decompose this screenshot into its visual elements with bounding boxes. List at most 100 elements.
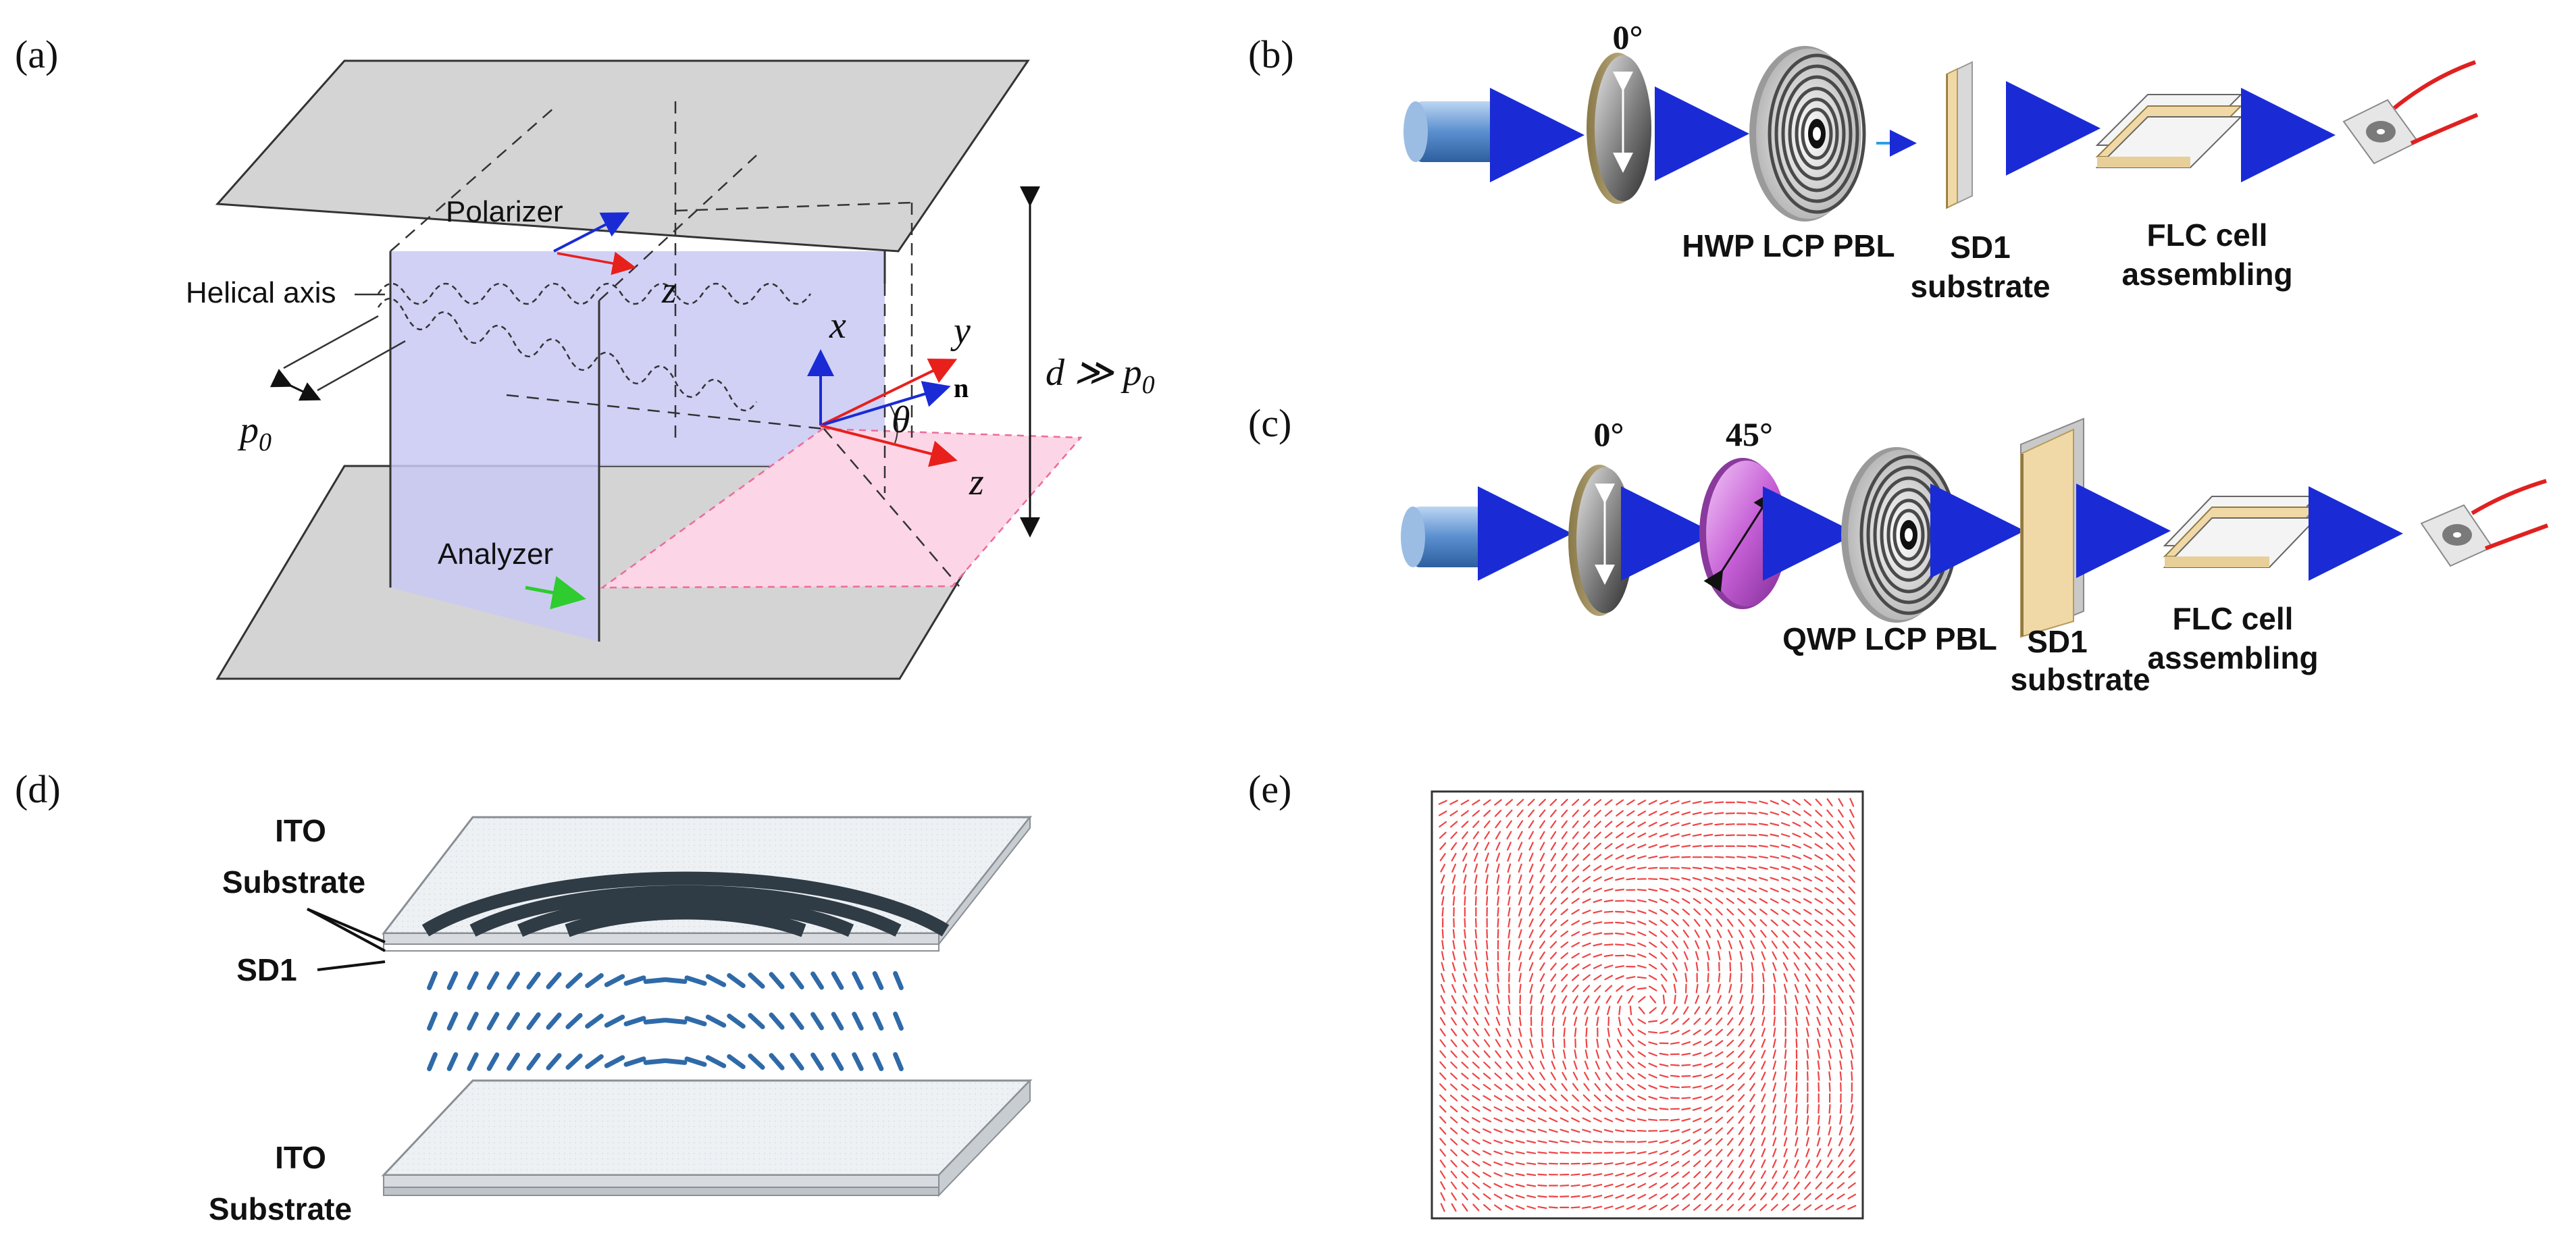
director-dash — [1659, 1108, 1669, 1110]
director-dash — [1681, 1107, 1691, 1111]
director-dash — [1836, 1205, 1845, 1210]
director-dash — [1805, 1016, 1809, 1027]
director-dash — [1562, 1006, 1567, 1015]
director-dash — [1693, 1029, 1701, 1035]
director-dash — [1460, 1138, 1469, 1145]
director-dash — [1506, 831, 1512, 840]
director-dash — [1648, 985, 1657, 991]
director-dash — [1518, 874, 1522, 884]
director-dash — [1748, 908, 1757, 916]
director-dash — [1783, 973, 1788, 983]
director-dash — [1848, 897, 1856, 905]
director-dash — [1637, 810, 1647, 817]
director-dash — [1461, 1061, 1469, 1069]
director-dash — [1849, 831, 1855, 839]
director-dash — [1550, 831, 1557, 839]
director-dash — [1462, 831, 1468, 839]
director-dash — [1703, 1074, 1713, 1079]
director-dash — [1551, 995, 1556, 1004]
director-dash — [1837, 973, 1845, 982]
director-dash — [1615, 843, 1624, 850]
director-dash — [1716, 1170, 1723, 1179]
director-dash — [1772, 1104, 1777, 1114]
flc-cell-icon — [2095, 94, 2243, 168]
director-dash — [1693, 918, 1701, 927]
director-dash — [1452, 951, 1456, 961]
director-dash — [1759, 908, 1768, 915]
director-dash — [1637, 964, 1647, 968]
director-dash — [1506, 841, 1512, 851]
director-dash — [1505, 1204, 1514, 1210]
director-dash — [1528, 907, 1534, 916]
director-dash — [1518, 841, 1523, 851]
director-dash — [1562, 1016, 1566, 1027]
director-dash — [1440, 983, 1445, 993]
lc-molecule — [585, 973, 604, 989]
director-dash — [1581, 1140, 1591, 1143]
director-dash — [1692, 1063, 1702, 1067]
director-dash — [1483, 1095, 1491, 1102]
director-dash — [1674, 994, 1676, 1004]
director-dash — [1803, 821, 1812, 827]
director-dash — [1836, 875, 1845, 883]
director-dash — [1616, 1072, 1624, 1081]
director-dash — [1773, 994, 1776, 1005]
director-dash — [1692, 1074, 1702, 1078]
director-dash — [1740, 962, 1743, 972]
qwp-icon — [1699, 458, 1787, 609]
director-dash — [1759, 1203, 1768, 1212]
director-dash — [1659, 1063, 1669, 1067]
director-dash — [1595, 1072, 1601, 1081]
director-dash — [1441, 896, 1445, 906]
director-dash — [1526, 1106, 1536, 1112]
director-dash — [1562, 1071, 1568, 1081]
director-dash — [1826, 887, 1834, 893]
director-dash — [1803, 919, 1812, 927]
director-dash — [1717, 983, 1721, 993]
panel-label-a: (a) — [15, 32, 58, 76]
lc-molecule — [565, 1013, 583, 1029]
director-dash — [1593, 1162, 1603, 1165]
director-dash — [1472, 820, 1480, 829]
director-dash — [1484, 1039, 1491, 1047]
director-dash — [1739, 995, 1743, 1004]
director-dash — [1518, 1027, 1522, 1037]
director-dash — [1750, 1016, 1755, 1026]
director-dash — [1648, 1073, 1657, 1079]
director-dash — [1637, 1062, 1646, 1068]
bottom-ito-substrate — [381, 1079, 1033, 1176]
director-dash — [1648, 975, 1657, 981]
director-dash — [1804, 962, 1811, 971]
director-dash — [1495, 1028, 1501, 1037]
director-dash — [1838, 984, 1844, 993]
director-dash — [1461, 1149, 1469, 1156]
director-dash — [1615, 1172, 1624, 1177]
director-dash — [1539, 908, 1545, 916]
y-axis-label: y — [950, 310, 971, 352]
director-dash — [1561, 809, 1568, 818]
lc-molecule — [790, 1052, 804, 1071]
director-dash — [1707, 973, 1709, 983]
director-dash — [1782, 951, 1788, 960]
director-dash — [1659, 1172, 1668, 1178]
director-dash — [1528, 1060, 1535, 1070]
director-dash — [1493, 1161, 1503, 1166]
director-dash — [1626, 1083, 1635, 1091]
director-dash — [1681, 1118, 1691, 1122]
lc-molecule — [427, 970, 438, 991]
director-dash — [1450, 1170, 1458, 1179]
director-dash — [1728, 995, 1733, 1004]
director-dash — [1515, 1172, 1525, 1176]
director-dash — [1570, 1173, 1580, 1176]
director-dash — [1483, 1050, 1491, 1058]
director-dash — [1518, 863, 1522, 873]
director-dash — [1716, 1138, 1723, 1146]
director-dash — [1772, 1148, 1777, 1158]
director-dash — [1583, 995, 1590, 1004]
director-dash — [1637, 1095, 1647, 1101]
lc-molecule — [872, 971, 884, 990]
director-dash — [1670, 833, 1680, 837]
director-dash — [1603, 964, 1614, 969]
director-dash — [1548, 1151, 1558, 1154]
director-dash — [1826, 1170, 1833, 1179]
